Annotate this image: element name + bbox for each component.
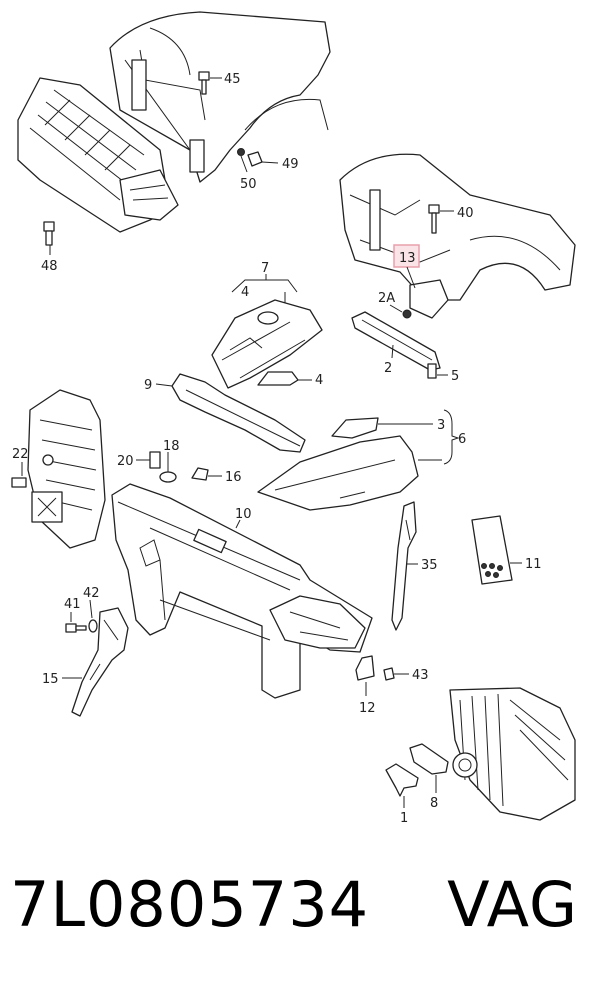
callout-43: 43: [412, 668, 429, 683]
callout-42: 42: [83, 586, 100, 601]
callout-20: 20: [117, 454, 134, 469]
side-member-assembly: [27, 389, 106, 549]
bolt-22: 22: [11, 447, 54, 488]
cover-panel-6: 6: [257, 409, 466, 511]
fastener-kit-11: 11: [471, 515, 542, 585]
callout-10: 10: [235, 507, 252, 522]
callout-50: 50: [240, 177, 257, 192]
callout-11: 11: [525, 557, 542, 572]
callout-41: 41: [64, 597, 81, 612]
callout-13-highlight: 13: [393, 244, 420, 289]
latch-8: 8: [409, 743, 449, 811]
callout-9: 9: [144, 378, 152, 393]
callout-16: 16: [225, 470, 242, 485]
bolt-40: 40: [428, 204, 474, 234]
bolt-45: 45: [198, 71, 241, 95]
callout-40: 40: [457, 206, 474, 221]
seal-strip-9: 9: [144, 373, 306, 453]
bolt-41: 41: [64, 597, 87, 633]
grille-carrier: [17, 77, 179, 233]
strip-35: 35: [391, 501, 438, 631]
bracket-3: 3: [331, 417, 445, 439]
callout-8: 8: [430, 796, 438, 811]
clip-4: 4: [257, 371, 323, 388]
callout-13: 13: [399, 251, 416, 266]
bolt-5: 5: [427, 363, 459, 384]
washer-42: 42: [83, 586, 100, 633]
clip-16: 16: [191, 467, 242, 485]
callout-group-7: 7 4: [231, 261, 298, 310]
parts-diagram: 45 49 50 48 40 13: [11, 11, 576, 826]
part-number: 7L0805734: [10, 868, 370, 941]
callout-5: 5: [451, 369, 459, 384]
bolt-48: 48: [41, 221, 58, 274]
nut-50: 50: [237, 148, 257, 192]
callout-35: 35: [421, 558, 438, 573]
callout-4-upper: 4: [241, 285, 249, 300]
callout-7: 7: [261, 261, 269, 276]
callout-2: 2: [384, 361, 392, 376]
callout-3: 3: [437, 418, 445, 433]
callout-48: 48: [41, 259, 58, 274]
engine-bay-detail: [449, 687, 576, 821]
callout-1: 1: [400, 811, 408, 826]
callout-18: 18: [163, 439, 180, 454]
callout-15: 15: [42, 672, 59, 687]
callout-2A: 2A: [378, 291, 395, 306]
front-fender-assembly: [109, 11, 331, 183]
right-fender-assembly: [339, 153, 576, 319]
air-guide-panel: [211, 299, 323, 389]
hook-1: 1: [385, 763, 419, 826]
cap-18: 18: [159, 439, 180, 483]
callout-12: 12: [359, 701, 376, 716]
callout-49: 49: [282, 157, 299, 172]
bolt-43: 43: [383, 667, 429, 683]
callout-45: 45: [224, 72, 241, 87]
caption-bar: 7L0805734 VAG: [0, 868, 600, 978]
bracket-12: 12: [355, 655, 376, 716]
highlight-box: [393, 244, 420, 268]
brand-name: VAG: [447, 868, 578, 941]
callout-6: 6: [458, 432, 466, 447]
bolt-49: 49: [247, 151, 299, 172]
bracket-15: 15: [42, 607, 129, 717]
grommet-20: 20: [117, 451, 161, 469]
lock-carrier-10: 10: [111, 483, 373, 699]
callout-22: 22: [12, 447, 29, 462]
callout-4-lower: 4: [315, 373, 323, 388]
lock-carrier-brace-2: 2A 2: [351, 291, 441, 376]
